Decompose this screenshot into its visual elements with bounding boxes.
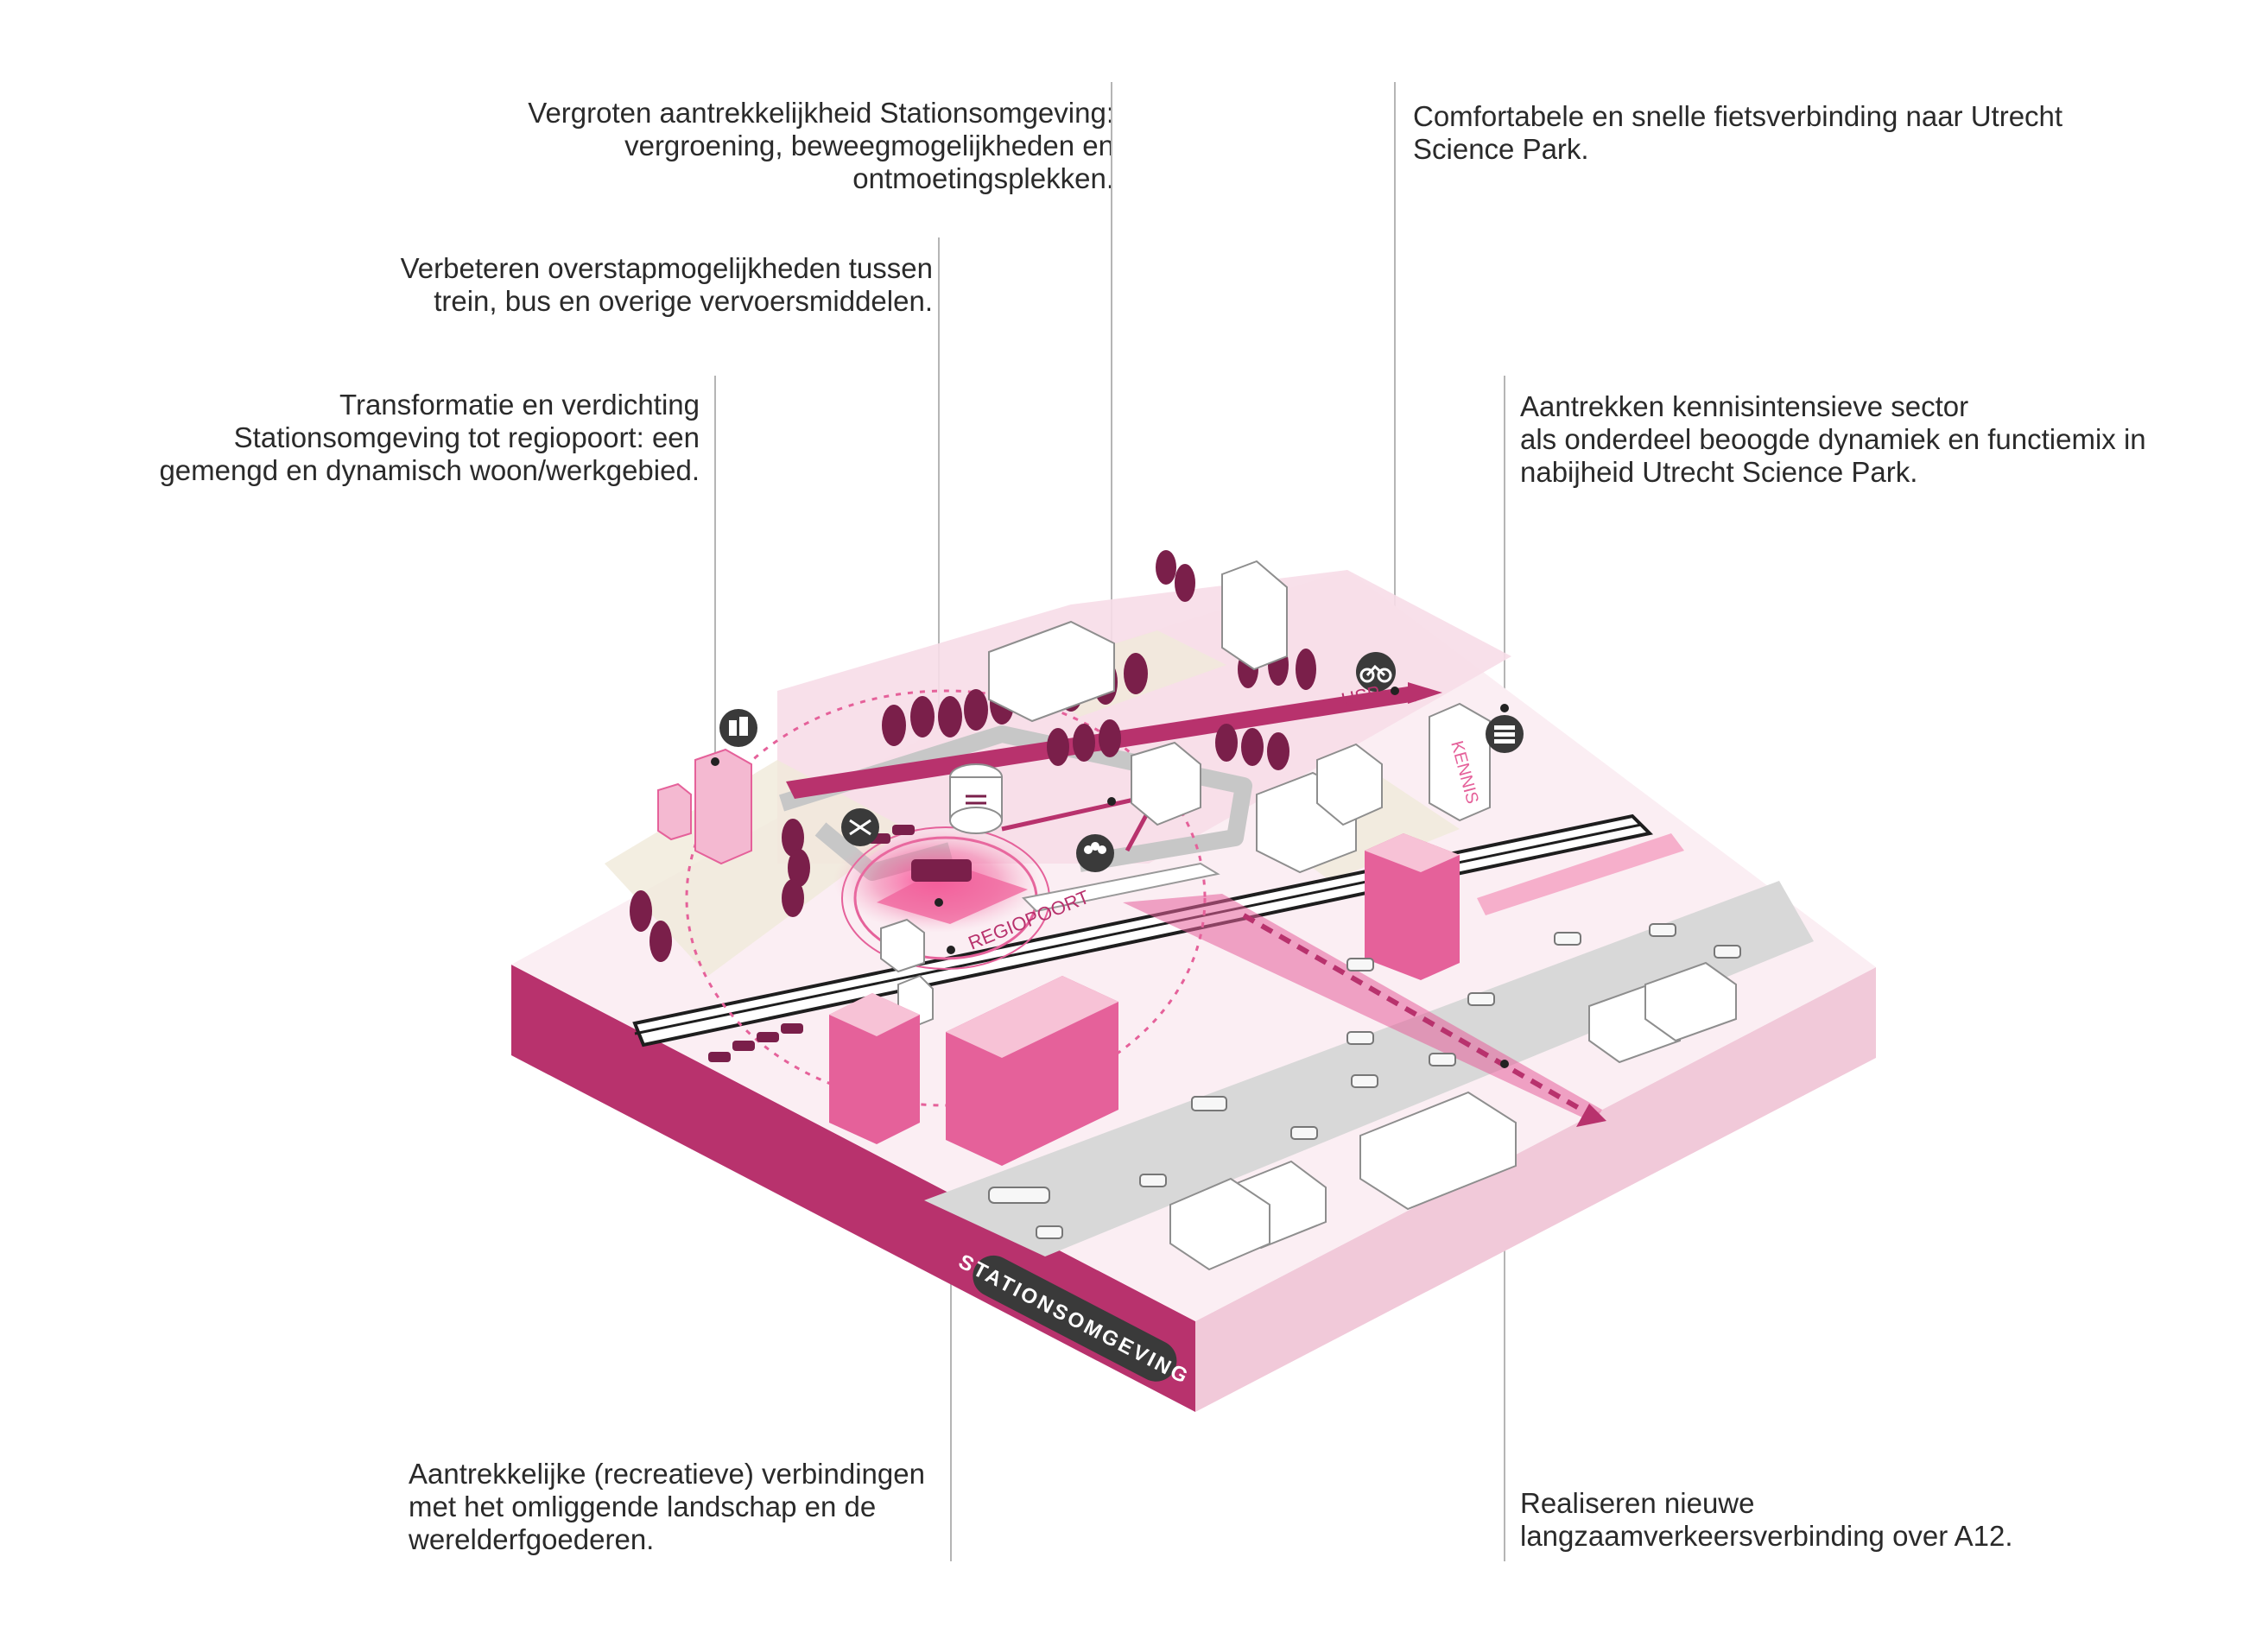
- annotation-overstap: Verbeteren overstapmogelijkheden tussen …: [400, 252, 933, 317]
- cars: [988, 923, 1741, 1239]
- red-cars: [708, 825, 972, 1062]
- leader-dots: [711, 687, 1509, 1068]
- station-building: [949, 763, 1003, 834]
- stack-icon: [1486, 715, 1524, 753]
- annotation-recreatieve-verbindingen: Aantrekkelijke (recreatieve) verbindinge…: [409, 1458, 925, 1555]
- annotation-langzaamverkeer: Realiseren nieuwe langzaamverkeersverbin…: [1520, 1487, 2013, 1552]
- shuffle-icon: [841, 808, 879, 846]
- annotation-transformatie: Transformatie en verdichting Stationsomg…: [159, 389, 700, 486]
- ns-logo-icon: [966, 794, 986, 805]
- highway-a12: [924, 881, 1814, 1256]
- pink-buildings: [657, 748, 1460, 1166]
- annotation-fietsverbinding: Comfortabele en snelle fietsverbinding n…: [1413, 100, 2063, 165]
- bicycle-icon: [1356, 652, 1396, 692]
- white-buildings: [880, 560, 1737, 1271]
- buildings-icon: [719, 709, 757, 747]
- people-icon: [1076, 834, 1114, 872]
- annotation-stationsomgeving: Vergroten aantrekkelijkheid Stationsomge…: [528, 97, 1114, 194]
- annotation-kennissector: Aantrekken kennisintensieve sector als o…: [1520, 390, 2146, 488]
